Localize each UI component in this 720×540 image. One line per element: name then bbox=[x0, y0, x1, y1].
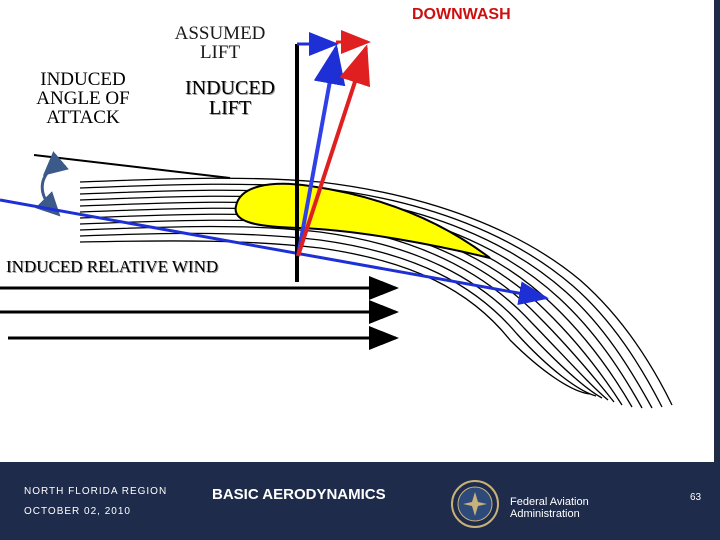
footer-region: NORTH FLORIDA REGION bbox=[24, 486, 168, 497]
induced-lift-vector bbox=[296, 44, 346, 257]
footer-date: OCTOBER 02, 2010 bbox=[24, 506, 131, 517]
relative-wind-arrows bbox=[0, 276, 399, 350]
footer-agency: Federal Aviation Administration bbox=[510, 496, 589, 521]
airflow-streamlines bbox=[79, 177, 673, 409]
induced-lift-label: INDUCED LIFT bbox=[185, 77, 275, 119]
airfoil-shape bbox=[234, 182, 491, 259]
induced-angle-arc bbox=[35, 151, 69, 217]
page-number: 63 bbox=[690, 492, 702, 503]
slide-border bbox=[714, 0, 720, 476]
induced-angle-label: INDUCED ANGLE OF ATTACK bbox=[36, 69, 130, 128]
downwash-label: DOWNWASH bbox=[412, 6, 511, 23]
downwash-vector bbox=[296, 44, 371, 257]
induced-relative-wind-label: INDUCED RELATIVE WIND bbox=[6, 257, 219, 276]
airfoil-diagram bbox=[0, 30, 673, 409]
assumed-lift-label: ASSUMED LIFT bbox=[174, 23, 266, 63]
slide-footer bbox=[0, 462, 720, 540]
footer-title: BASIC AERODYNAMICS bbox=[212, 486, 386, 503]
induced-relative-wind-line bbox=[0, 198, 549, 306]
faa-seal-icon bbox=[451, 480, 499, 528]
